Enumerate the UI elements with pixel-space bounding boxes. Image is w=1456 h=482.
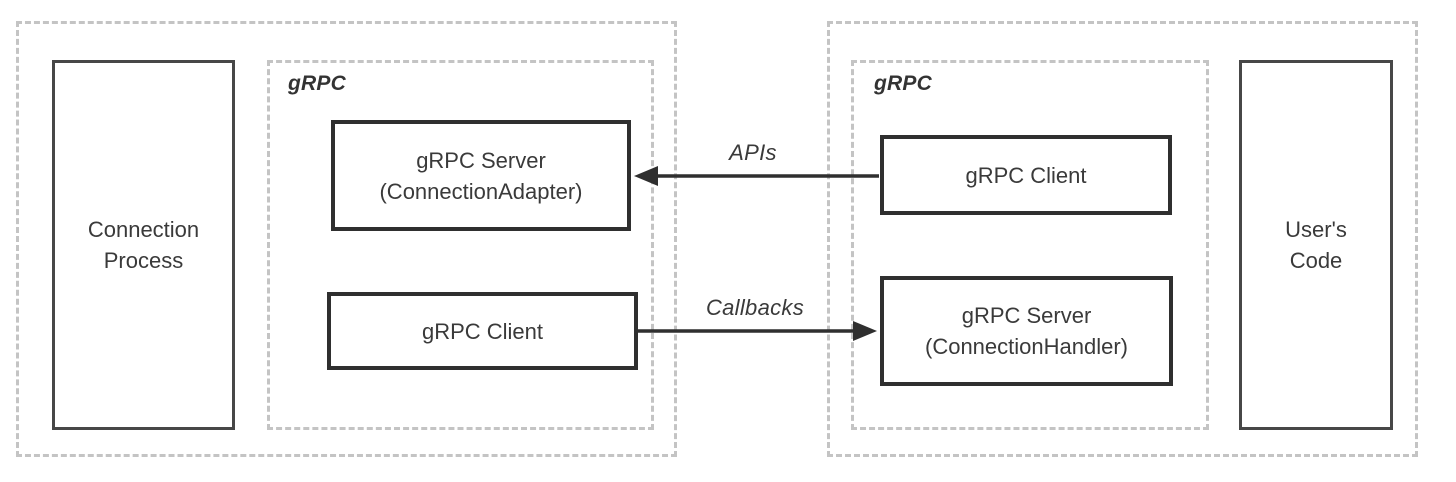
grpc-client-right-label: gRPC Client — [965, 162, 1087, 188]
grpc-server-connection-adapter-box: gRPC Server (ConnectionAdapter) — [331, 120, 631, 231]
grpc-client-left-label: gRPC Client — [421, 318, 544, 344]
callbacks-arrow-label: Callbacks — [705, 295, 805, 320]
grpc-scope-right-label: gRPC — [874, 72, 932, 95]
users-code-label: User's Code — [1285, 217, 1347, 273]
grpc-client-left-box: gRPC Client — [327, 292, 638, 370]
connection-process-box: Connection Process — [52, 60, 235, 430]
grpc-server-connection-adapter-label: gRPC Server (ConnectionAdapter) — [379, 147, 583, 204]
connection-process-group-boundary — [16, 21, 677, 457]
grpc-scope-left-label: gRPC — [288, 72, 346, 95]
grpc-scope-right-boundary — [851, 60, 1209, 430]
user-code-group-boundary — [827, 21, 1418, 457]
apis-arrow-label: APIs — [729, 140, 777, 165]
connection-process-label: Connection Process — [87, 217, 200, 273]
grpc-client-right-box: gRPC Client — [880, 135, 1172, 215]
users-code-box: User's Code — [1239, 60, 1393, 430]
grpc-server-connection-handler-label: gRPC Server (ConnectionHandler) — [925, 303, 1128, 359]
grpc-scope-left-boundary — [267, 60, 654, 430]
grpc-server-connection-handler-box: gRPC Server (ConnectionHandler) — [880, 276, 1173, 386]
